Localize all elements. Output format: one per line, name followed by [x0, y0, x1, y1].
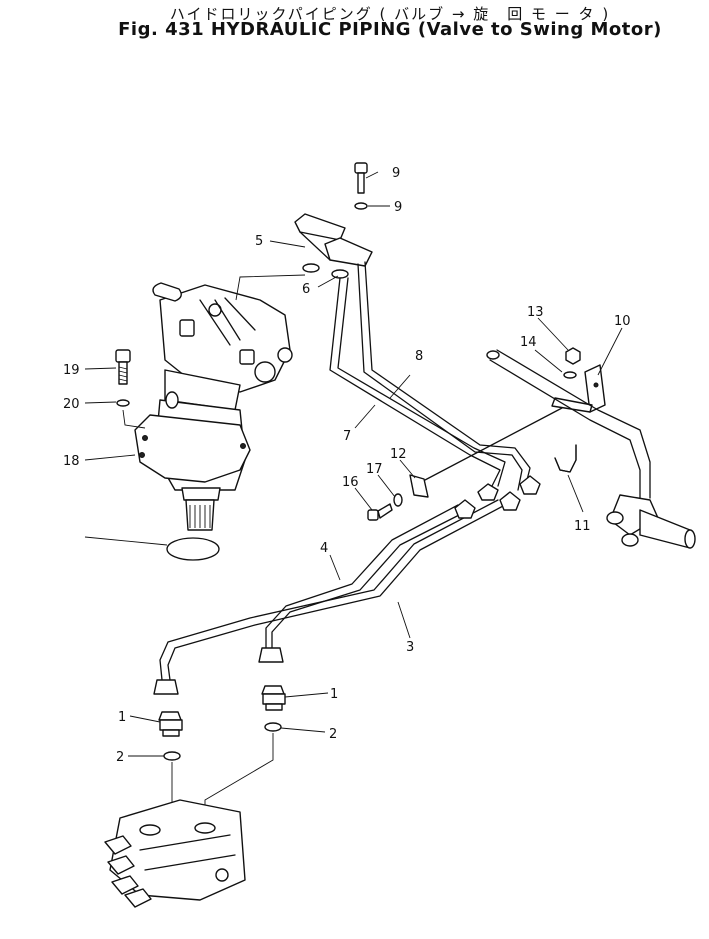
bolt-15 [367, 493, 403, 521]
pipes-5-6 [329, 261, 531, 491]
diagram-title-japanese: ハイドロリックパイピング ( バルブ → 旋 回 モ ー タ ) [169, 5, 611, 23]
swing-motor [134, 282, 293, 531]
callout-1-right: 1 [330, 687, 338, 702]
callouts: 9 9 5 6 8 7 10 13 14 12 17 16 11 19 20 1… [63, 166, 631, 765]
callout-5: 7 [343, 429, 351, 444]
adapter-left [158, 711, 183, 761]
hose-11 [554, 444, 577, 473]
callout-16: 17 [366, 462, 383, 477]
callout-12: 12 [390, 447, 407, 462]
hose-and-tube [486, 349, 696, 549]
callout-9a: 5 [255, 234, 263, 249]
bracket-10 [424, 347, 606, 481]
callout-11: 11 [574, 519, 591, 534]
callout-14: 14 [520, 335, 537, 350]
callout-17: 18 [63, 454, 80, 469]
callout-3: 3 [406, 640, 414, 655]
callout-19: 20 [63, 397, 80, 412]
callout-1-left: 1 [118, 710, 126, 725]
callout-2-left: 2 [116, 750, 124, 765]
control-valve [104, 799, 246, 908]
callout-7: 9 [392, 166, 400, 181]
flange-block [235, 162, 373, 301]
bolt-18 [115, 349, 146, 429]
clamp-12 [409, 474, 429, 498]
o-ring-20 [166, 537, 220, 561]
callout-8: 9 [394, 200, 402, 215]
leader-lines [84, 171, 623, 757]
callout-15: 16 [342, 475, 359, 490]
callout-4: 4 [320, 541, 328, 556]
adapter-right [261, 685, 286, 732]
callout-18: 19 [63, 363, 80, 378]
callout-2-right: 2 [329, 727, 337, 742]
diagram-title: Fig. 431 HYDRAULIC PIPING (Valve to Swin… [118, 19, 662, 40]
callout-13: 13 [527, 305, 544, 320]
pipes-3-4 [153, 475, 541, 695]
callout-6: 8 [415, 349, 423, 364]
callout-9b: 6 [302, 282, 310, 297]
callout-10: 10 [614, 314, 631, 329]
